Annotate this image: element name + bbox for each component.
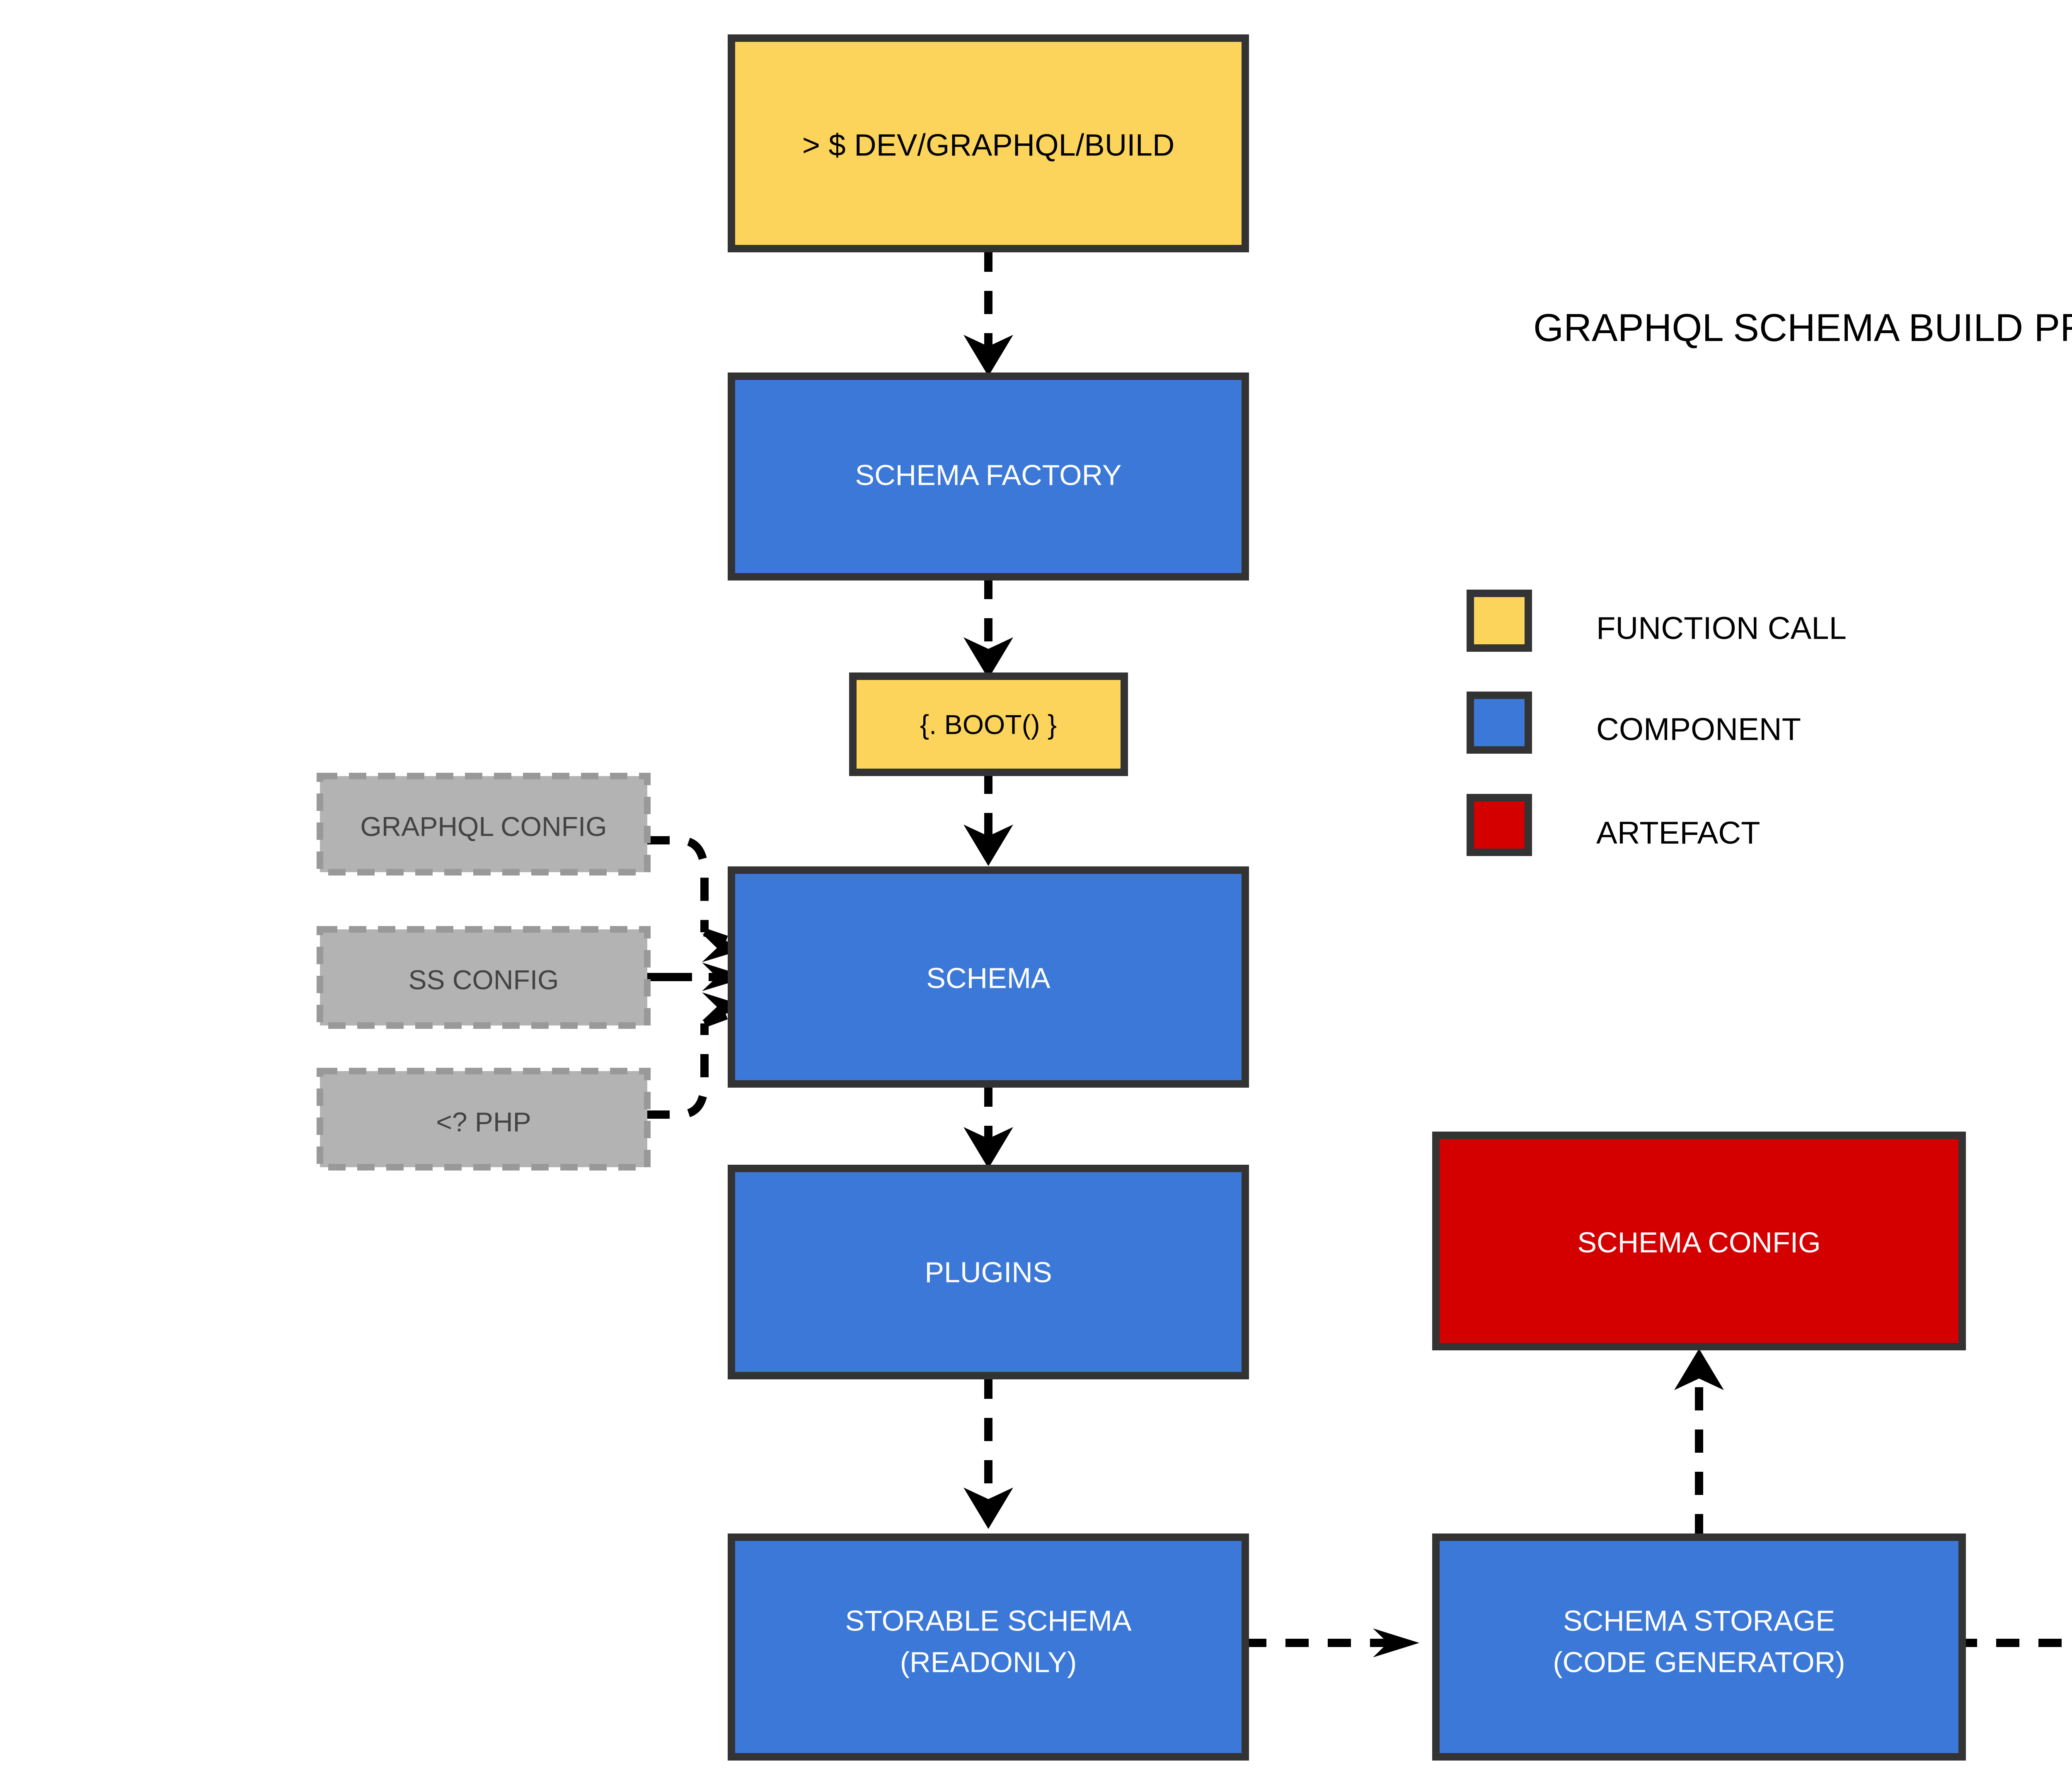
edge-boot-to-schema (963, 771, 1013, 866)
node-ss-config-rect[interactable] (317, 926, 651, 1029)
edge-devbuild-to-schemafactory (963, 249, 1013, 376)
node-php-tag-rect[interactable] (317, 1068, 651, 1171)
node-schema-config[interactable]: SCHEMA CONFIG (1432, 1132, 1966, 1350)
node-storable-schema-label-2: (READONLY) (900, 1646, 1077, 1678)
legend-item-artefact: ARTEFACT (1467, 794, 1760, 856)
node-plugins-label: PLUGINS (925, 1256, 1052, 1288)
node-schema-factory[interactable]: SCHEMA FACTORY (728, 372, 1249, 580)
node-dev-build[interactable]: > $ DEV/GRAPHQL/BUILD (728, 34, 1249, 252)
node-plugins[interactable]: PLUGINS (728, 1165, 1249, 1379)
node-schema-factory-rect[interactable] (728, 372, 1249, 580)
edge-layer (646, 249, 2072, 1657)
edge-phptag-to-schema (646, 992, 748, 1119)
node-schema-config-rect[interactable] (1432, 1132, 1966, 1350)
node-graphql-config[interactable]: GRAPHQL CONFIG (317, 773, 651, 876)
node-boot-label: {. BOOT() } (920, 709, 1057, 740)
node-schema-label: SCHEMA (926, 962, 1051, 994)
node-boot[interactable]: {. BOOT() } (849, 672, 1128, 776)
node-schema-rect[interactable] (728, 866, 1249, 1088)
node-php-tag-label: <? PHP (436, 1106, 531, 1137)
edge-ssconfig-to-schema (646, 963, 748, 991)
edge-storableschema-to-schemastorage (1243, 1628, 1419, 1657)
node-schema-storage-rect[interactable] (1432, 1533, 1966, 1761)
edge-plugins-to-storableschema (963, 1376, 1013, 1529)
node-plugins-rect[interactable] (728, 1165, 1249, 1379)
legend-item-function-call: FUNCTION CALL (1467, 590, 1847, 652)
node-dev-build-label: > $ DEV/GRAPHQL/BUILD (802, 128, 1175, 162)
legend: FUNCTION CALL COMPONENT ARTEFACT (1467, 590, 1847, 856)
node-ss-config[interactable]: SS CONFIG (317, 926, 651, 1029)
node-dev-build-rect[interactable] (728, 34, 1249, 252)
legend-swatch-artefact (1467, 794, 1532, 856)
node-storable-schema-label-1: STORABLE SCHEMA (845, 1604, 1131, 1637)
page-title: GRAPHQL SCHEMA BUILD PROCESS (1533, 306, 2072, 349)
node-boot-rect[interactable] (849, 672, 1128, 776)
node-schema-config-label: SCHEMA CONFIG (1577, 1226, 1820, 1258)
node-storable-schema[interactable]: STORABLE SCHEMA (READONLY) (728, 1533, 1249, 1761)
node-schema-storage-label-1: SCHEMA STORAGE (1563, 1604, 1835, 1637)
node-php-tag[interactable]: <? PHP (317, 1068, 651, 1171)
edge-schemastorage-to-graphqlschemacode (1954, 1639, 2072, 1647)
node-schema[interactable]: SCHEMA (728, 866, 1249, 1088)
node-graphql-config-label: GRAPHQL CONFIG (360, 811, 607, 842)
legend-label-artefact: ARTEFACT (1596, 815, 1760, 851)
node-storable-schema-rect[interactable] (728, 1533, 1249, 1761)
legend-swatch-component (1467, 692, 1532, 754)
legend-label-function-call: FUNCTION CALL (1596, 611, 1847, 646)
node-schema-factory-label: SCHEMA FACTORY (855, 459, 1121, 491)
edge-schemastorage-to-schemaconfig (1674, 1349, 1724, 1537)
legend-label-component: COMPONENT (1596, 712, 1801, 747)
edge-schemafactory-to-boot (963, 576, 1013, 679)
legend-swatch-function-call (1467, 590, 1532, 652)
node-ss-config-label: SS CONFIG (408, 964, 559, 995)
edge-graphqlconfig-to-schema (646, 836, 748, 962)
legend-item-component: COMPONENT (1467, 692, 1801, 754)
node-schema-storage-label-2: (CODE GENERATOR) (1553, 1646, 1845, 1678)
node-schema-storage[interactable]: SCHEMA STORAGE (CODE GENERATOR) (1432, 1533, 1966, 1761)
edge-schema-to-plugins (963, 1084, 1013, 1168)
node-graphql-config-rect[interactable] (317, 773, 651, 876)
